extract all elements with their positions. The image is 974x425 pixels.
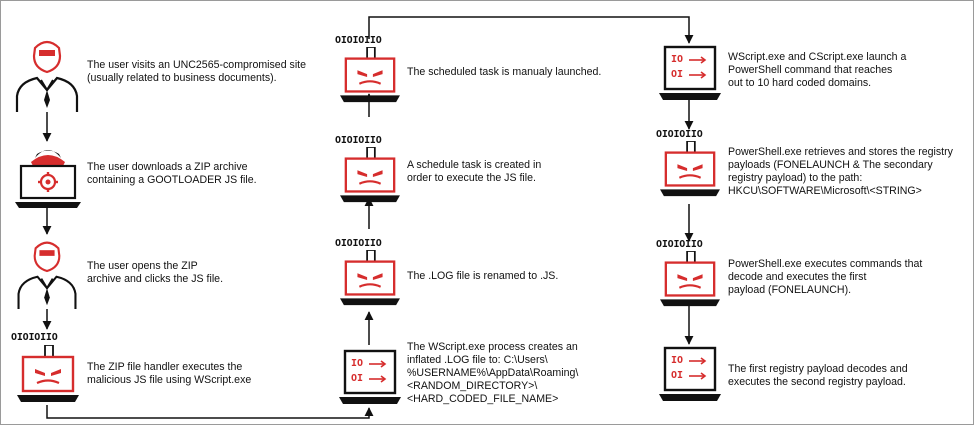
hacker-laptop-icon	[340, 47, 400, 103]
step-3-text: The user opens the ZIP archive and click…	[87, 260, 224, 285]
console-laptop-icon: IO OI	[659, 346, 721, 404]
step-4-text: The ZIP file handler executes the malici…	[87, 361, 252, 386]
console-line-1: IO	[351, 358, 364, 369]
console-line-2: OI	[671, 370, 684, 381]
hacker-laptop-icon	[17, 345, 79, 402]
binary-code-icon: OIOIOIIO	[656, 239, 703, 250]
hacker-laptop-icon	[340, 147, 400, 203]
step-11-text: PowerShell.exe executes commands that de…	[728, 258, 923, 296]
hooded-hacker-laptop-icon	[15, 150, 81, 208]
binary-code-icon: OIOIOIIO	[335, 238, 382, 249]
binary-code-icon: OIOIOIIO	[656, 129, 703, 140]
hacker-laptop-icon	[660, 141, 720, 197]
step-2-text: The user downloads a ZIP archive contain…	[87, 161, 257, 186]
step-9-text: WScript.exe and CScript.exe launch a Pow…	[728, 51, 907, 89]
step-10-text: PowerShell.exe retrieves and stores the …	[728, 146, 953, 197]
console-laptop-icon: IO OI	[659, 45, 721, 103]
console-line-2: OI	[671, 69, 684, 80]
console-line-1: IO	[671, 355, 684, 366]
step-7-text: A schedule task is created in order to e…	[407, 159, 542, 184]
step-12-text: The first registry payload decodes and e…	[728, 363, 908, 388]
step-6-text: The .LOG file is renamed to .JS.	[407, 270, 559, 282]
console-line-2: OI	[351, 373, 364, 384]
console-line-1: IO	[671, 54, 684, 65]
hacker-person-icon	[15, 40, 79, 112]
arrow-s8-s9	[368, 16, 694, 44]
binary-code-icon: OIOIOIIO	[11, 332, 58, 343]
arrow-s4-s5	[46, 405, 374, 419]
binary-code-icon: OIOIOIIO	[335, 135, 382, 146]
step-1-text: The user visits an UNC2565-compromised s…	[87, 59, 307, 84]
step-5-text: The WScript.exe process creates an infla…	[407, 341, 579, 405]
hacker-laptop-icon	[340, 250, 400, 306]
step-8-text: The scheduled task is manualy launched.	[407, 66, 602, 78]
hacker-person-icon	[17, 241, 77, 309]
hacker-laptop-icon	[660, 251, 720, 307]
binary-code-icon: OIOIOIIO	[335, 35, 382, 46]
console-laptop-icon: IO OI	[339, 349, 401, 407]
